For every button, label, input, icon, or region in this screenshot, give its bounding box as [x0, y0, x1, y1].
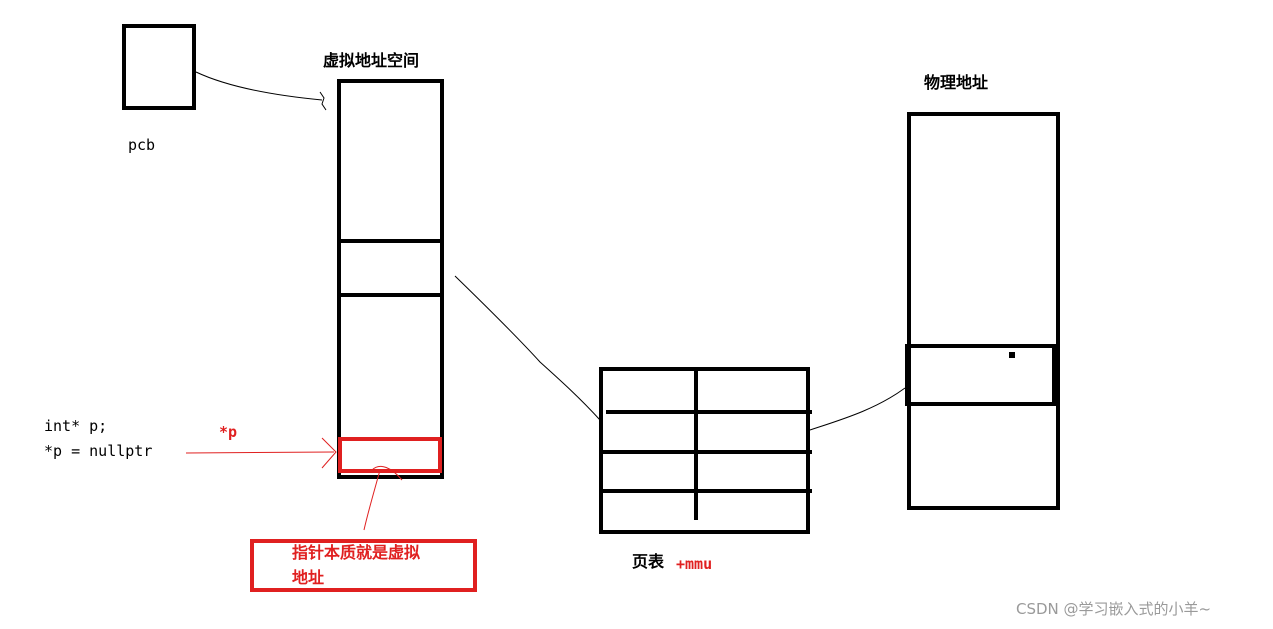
code-arrow-head	[321, 437, 337, 469]
pcb-connector-brace	[319, 91, 327, 111]
note-arrow-head	[371, 465, 403, 481]
pagetable-to-physical-line	[809, 387, 906, 431]
note-line-2: 地址	[292, 568, 324, 587]
virtual-address-space-title: 虚拟地址空间	[323, 51, 419, 70]
virtual-address-space-column	[337, 79, 444, 479]
pcb-box	[122, 24, 196, 110]
page-table-label: 页表	[632, 552, 665, 571]
pcb-connector-line	[195, 71, 323, 101]
pointer-target-highlight	[338, 437, 442, 473]
physical-frame-dot	[1009, 352, 1015, 358]
code-arrow-line	[185, 451, 335, 454]
note-line-1: 指针本质就是虚拟	[292, 543, 420, 562]
physical-memory-column	[907, 112, 1060, 510]
note-arrow-line	[363, 469, 381, 531]
note-box	[250, 539, 477, 592]
mmu-label: +mmu	[676, 555, 712, 573]
code-line-2: *p = nullptr	[44, 442, 152, 460]
physical-address-title: 物理地址	[924, 73, 988, 92]
watermark: CSDN @学习嵌入式的小羊~	[1016, 600, 1211, 618]
code-line-1: int* p;	[44, 417, 107, 435]
pcb-label: pcb	[128, 136, 155, 154]
virtual-to-pagetable-line	[454, 275, 601, 421]
physical-frame	[905, 344, 1056, 406]
deref-label: *p	[219, 423, 237, 441]
